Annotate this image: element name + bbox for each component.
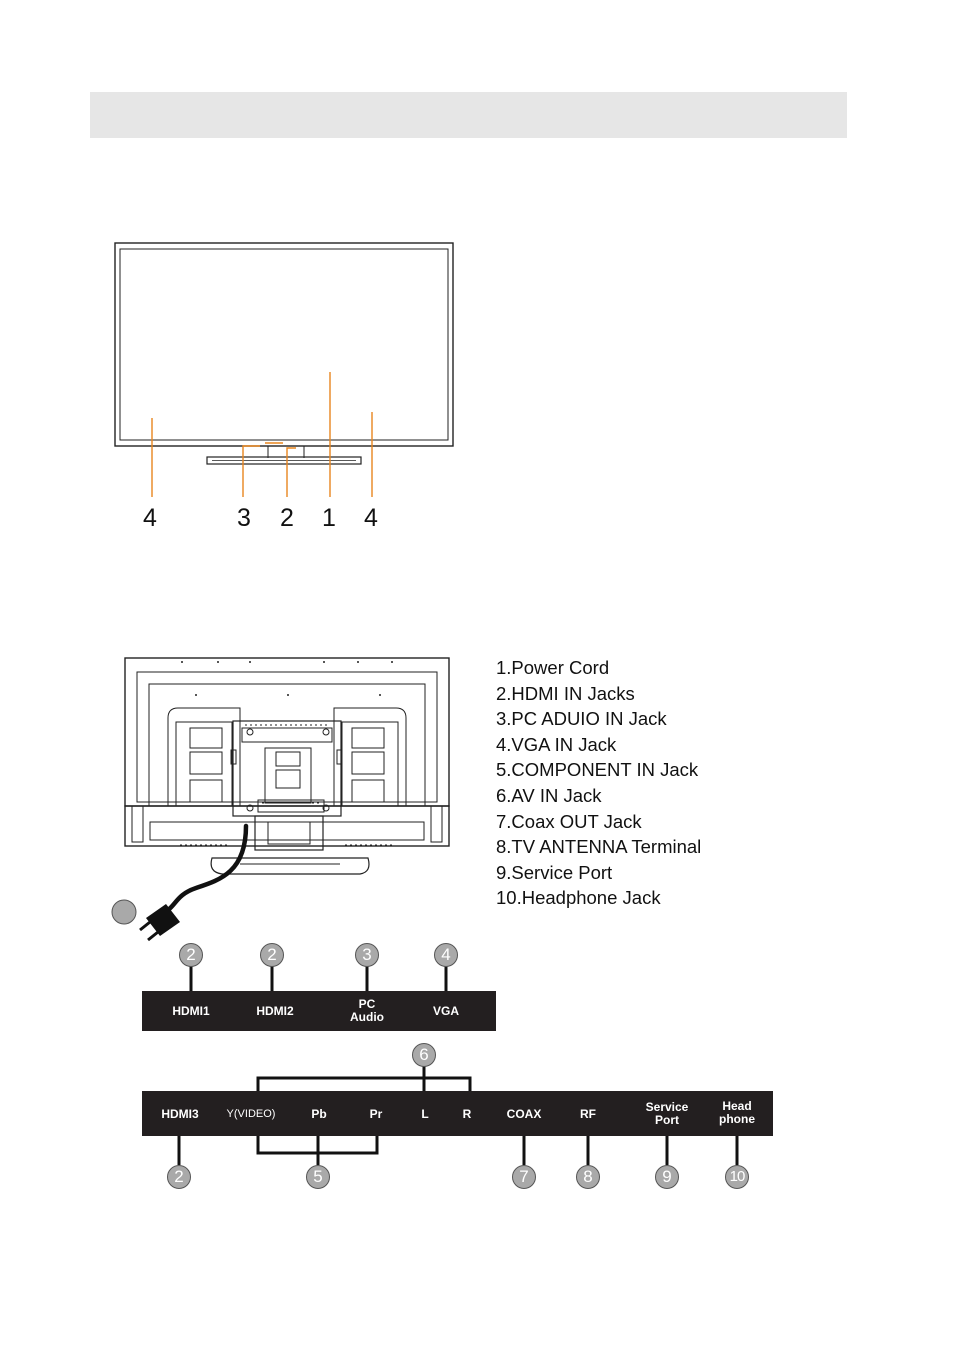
rear-screw-dots xyxy=(181,661,393,696)
callout-badge-hdmi3: 2 xyxy=(167,1165,191,1189)
port-pr-label: Pr xyxy=(369,1107,383,1121)
parts-list: 1.Power Cord 2.HDMI IN Jacks 3.PC ADUIO … xyxy=(496,655,701,911)
parts-list-item: 9.Service Port xyxy=(496,861,613,883)
power-plug xyxy=(139,904,180,942)
port-pb-label: Pb xyxy=(311,1107,327,1121)
port-hdmi1-label: HDMI1 xyxy=(172,1004,210,1018)
port-service-label: Service Port xyxy=(645,1100,689,1127)
front-callout-4-left: 4 xyxy=(143,504,157,532)
power-cord xyxy=(165,823,249,913)
callout-badge-service: 9 xyxy=(655,1165,679,1189)
parts-list-item: 7.Coax OUT Jack xyxy=(496,810,642,832)
parts-list-item: 6.AV IN Jack xyxy=(496,784,602,806)
front-callout-3: 3 xyxy=(237,504,251,532)
port-hdmi2-label: HDMI2 xyxy=(256,1004,294,1018)
tv-front-stand xyxy=(206,456,362,465)
port-audio-r-label: R xyxy=(462,1107,472,1121)
port-rf-label: RF xyxy=(580,1107,596,1121)
power-cord-callout xyxy=(111,899,137,925)
port-coax-label: COAX xyxy=(506,1107,542,1121)
parts-list-item: 5.COMPONENT IN Jack xyxy=(496,759,699,781)
port-audio-l-label: L xyxy=(421,1107,429,1121)
parts-list-item: 3.PC ADUIO IN Jack xyxy=(496,708,667,730)
front-callout-1: 1 xyxy=(322,504,336,532)
callout-badge-hdmi1: 2 xyxy=(179,943,203,967)
callout-badge-coax: 7 xyxy=(512,1165,536,1189)
parts-list-item: 10.Headphone Jack xyxy=(496,887,661,909)
callout-badge-av-in: 6 xyxy=(412,1043,436,1067)
port-y-video-label: Y(VIDEO) xyxy=(226,1108,276,1120)
connector-panel-bottom xyxy=(142,1091,773,1136)
front-callout-4-right: 4 xyxy=(364,504,378,532)
callout-badge-headphone: 10 xyxy=(725,1165,749,1189)
tv-front-screen xyxy=(119,248,449,441)
parts-list-item: 1.Power Cord xyxy=(496,657,610,678)
parts-list-item: 2.HDMI IN Jacks xyxy=(496,682,635,704)
tv-rear-stand-base xyxy=(210,857,370,875)
callout-badge-component: 5 xyxy=(306,1165,330,1189)
parts-list-item: 8.TV ANTENNA Terminal xyxy=(496,836,702,858)
connector-panel-top xyxy=(142,991,496,1031)
callout-badge-hdmi2: 2 xyxy=(260,943,284,967)
front-callout-2: 2 xyxy=(280,504,294,532)
callout-badge-rf: 8 xyxy=(576,1165,600,1189)
callout-badge-pc-audio: 3 xyxy=(355,943,379,967)
callout-badge-vga: 4 xyxy=(434,943,458,967)
port-headphone-label: Head phone xyxy=(719,1099,755,1126)
front-callout-lines xyxy=(151,372,373,497)
port-pc-audio-label: PC Audio xyxy=(350,997,384,1024)
tv-front-bezel xyxy=(114,242,454,447)
parts-list-item: 4.VGA IN Jack xyxy=(496,733,617,755)
tv-rear-stand-neck xyxy=(254,815,324,851)
section-header-bar xyxy=(90,92,847,138)
port-hdmi3-label: HDMI3 xyxy=(161,1107,199,1121)
port-vga-label: VGA xyxy=(432,1004,460,1018)
rear-vents xyxy=(180,724,395,846)
